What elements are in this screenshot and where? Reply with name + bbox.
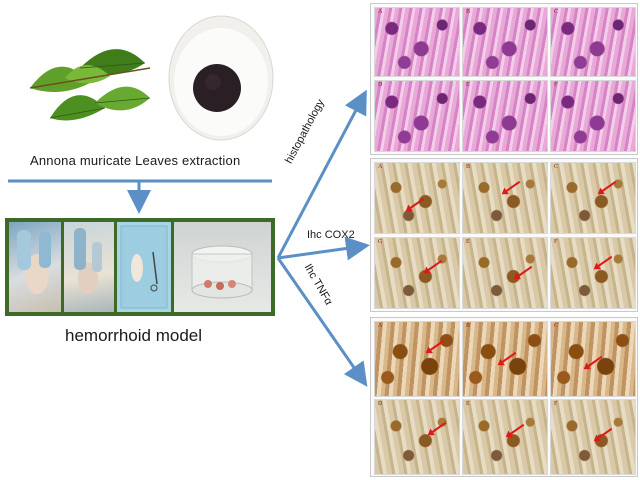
tnf-tile-c: C [550,321,636,397]
tile-label: A [378,323,383,329]
marker-arrow [508,423,525,436]
tnf-panel: A B C D E F [370,317,638,477]
arrow-to-tnf [276,257,368,387]
marker-arrow [500,351,517,364]
marker-arrow [586,355,603,368]
lab-photo-2 [117,222,171,312]
tile-label: C [554,9,559,15]
extract-dish-photo [165,12,277,144]
cox2-tile-b: B [462,162,548,234]
lab-photo-1 [64,222,114,312]
tnf-tile-a: A [374,321,460,397]
arrow-to-cox2 [277,236,370,261]
tile-label: F [554,82,558,88]
model-photo-strip [5,218,275,316]
tnf-tile-d: D [374,399,460,475]
extraction-label: Annona muricate Leaves extraction [30,153,241,168]
marker-arrow [504,180,521,193]
histo-tile-c: C [550,7,636,77]
tile-label: A [378,164,383,170]
tile-label: F [554,239,558,245]
histo-tile-f: F [550,80,636,152]
tnf-tile-b: B [462,321,548,397]
tile-label: F [554,401,558,407]
tile-label: E [466,239,470,245]
tile-label: D [378,82,383,88]
cox2-tile-g: G [374,237,460,309]
model-label: hemorrhoid model [65,326,203,345]
tile-label: B [466,9,471,15]
cox2-label: Ihc COX2 [307,229,355,241]
tile-label: E [466,82,470,88]
tile-label: D [378,401,383,407]
marker-arrow [516,265,533,278]
tile-label: B [466,323,471,329]
tnf-tile-e: E [462,399,548,475]
marker-arrow [428,339,445,352]
tile-label: G [378,239,383,245]
tile-label: B [466,164,471,170]
marker-arrow [596,255,613,268]
marker-arrow [430,421,447,434]
cox2-tile-f: F [550,237,636,309]
cox2-tile-c: C [550,162,636,234]
cox2-tile-e: E [462,237,548,309]
marker-arrow [426,259,443,272]
arrow-to-histopathology [276,89,367,259]
cox2-tile-a: A [374,162,460,234]
cox2-panel: A B C G E F [370,158,638,312]
tile-label: C [554,323,559,329]
histo-tile-e: E [462,80,548,152]
marker-arrow [600,180,617,193]
surgery-photo [9,222,61,312]
tnf-tile-f: F [550,399,636,475]
histo-tile-d: D [374,80,460,152]
tile-label: C [554,164,559,170]
marker-arrow [408,197,425,210]
histo-tile-a: A [374,7,460,77]
sample-jar-photo [174,222,271,312]
leaves-photo [20,28,155,138]
marker-arrow [596,427,613,440]
histo-tile-b: B [462,7,548,77]
tile-label: A [378,9,383,15]
tile-label: E [466,401,470,407]
histopathology-panel: A B C D E F [370,3,638,155]
